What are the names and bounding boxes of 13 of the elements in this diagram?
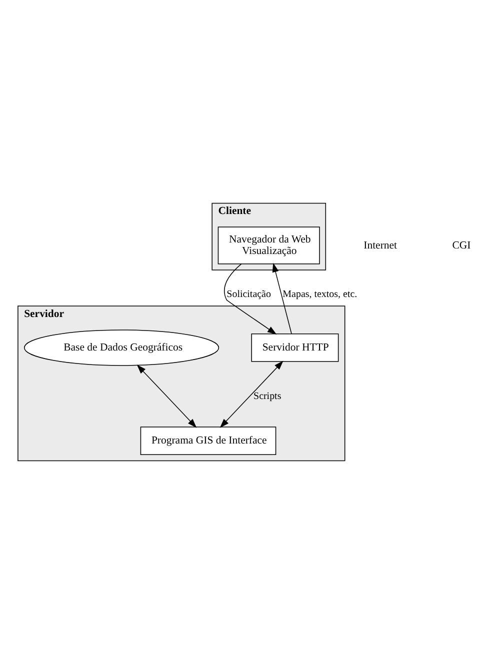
arrow <box>272 262 292 334</box>
edge-label: Mapas, textos, etc. <box>282 288 358 300</box>
arrow <box>220 360 284 428</box>
edge-label: Solicitação <box>226 288 271 300</box>
node-ellipse: Base de Dados Geográficos <box>24 329 220 366</box>
arrow <box>136 364 197 428</box>
node-box: Navegador da Web Visualização <box>218 226 320 264</box>
arrow <box>224 263 277 334</box>
label: Internet <box>364 238 398 251</box>
edge-label: Scripts <box>254 390 282 402</box>
node-box: Servidor HTTP <box>251 333 339 362</box>
label: CGI <box>452 238 471 251</box>
node-box: Programa GIS de Interface <box>140 426 276 455</box>
